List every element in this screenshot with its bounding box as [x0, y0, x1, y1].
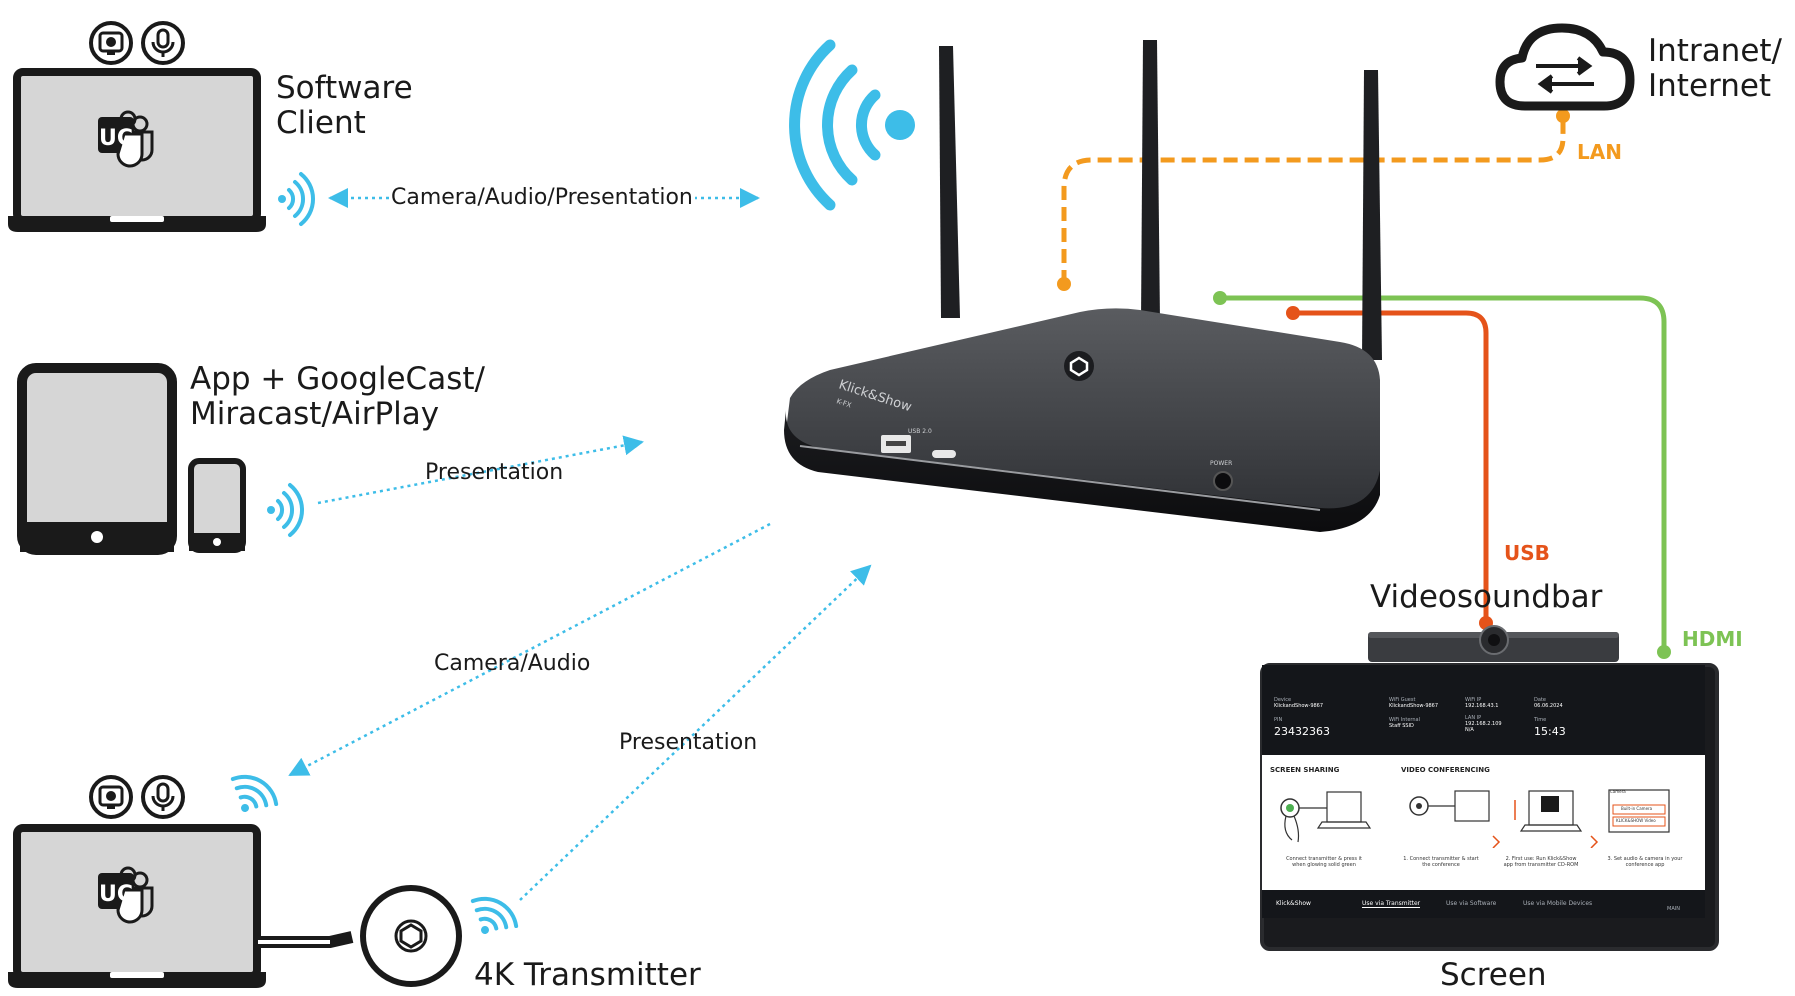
- microphone-icon: [141, 21, 185, 65]
- uc-teams-icon: UC: [96, 110, 154, 168]
- microphone-icon: [141, 775, 185, 819]
- wifi-icon: [789, 39, 915, 211]
- camera-option-1: Built-in Camera: [1621, 806, 1653, 811]
- klickshow-device: Klick&Show K-FX USB 2.0 POWER: [784, 40, 1382, 532]
- transmitter-label: 4K Transmitter: [474, 957, 701, 993]
- wifi-icon: [276, 172, 316, 226]
- screen-tab-bar: Klick&Show Use via Transmitter Use via S…: [1262, 890, 1705, 918]
- share-step: Connect transmitter & press it when glow…: [1286, 856, 1362, 868]
- camera-option-2: KLICK&SHOW Video: [1616, 818, 1656, 823]
- wireless-connections: [288, 188, 872, 901]
- camera-audio-presentation-label: Camera/Audio/Presentation: [389, 185, 695, 210]
- videosoundbar-label: Videosoundbar: [1370, 579, 1603, 615]
- hdmi-label: HDMI: [1682, 627, 1743, 651]
- wifi-icon: [265, 483, 305, 537]
- uc-teams-icon: UC: [96, 866, 154, 924]
- power-button: POWER: [1210, 460, 1233, 491]
- screen-brand: Klick&Show: [1276, 900, 1311, 907]
- share-illustration: [1280, 791, 1372, 843]
- videosoundbar: [1368, 625, 1619, 662]
- tablet-icon: [17, 363, 177, 555]
- conf-step-1: 1. Connect transmitter & start the confe…: [1403, 856, 1479, 868]
- video-conferencing-title: VIDEO CONFERENCING: [1401, 766, 1490, 774]
- uc-badge-text: UC: [99, 882, 133, 907]
- cloud-icon: [1495, 23, 1635, 111]
- video-conferencing-panel: VIDEO CONFERENCING Camera Built-in Camer…: [1393, 760, 1705, 885]
- device-port-label: USB 2.0: [908, 428, 932, 435]
- presentation-tablet-label: Presentation: [425, 460, 564, 485]
- screen-sharing-panel: SCREEN SHARING Connect transmitter & pre…: [1262, 760, 1387, 885]
- app-googlecast-label: App + GoogleCast/ Miracast/AirPlay: [190, 361, 485, 432]
- webcam-icon: [89, 21, 133, 65]
- lan-label: LAN: [1577, 140, 1622, 164]
- software-client-label: Software Client: [276, 70, 413, 141]
- device-logo-icon: [1064, 351, 1094, 381]
- mobile-devices-group: [17, 363, 305, 555]
- tab-mobile-devices[interactable]: Use via Mobile Devices: [1523, 900, 1593, 907]
- arrow-presentation-tablet: [317, 435, 644, 505]
- uc-badge-text: UC: [99, 126, 133, 151]
- lan-cable: [1061, 116, 1566, 284]
- webcam-icon: [89, 775, 133, 819]
- intranet-internet-label: Intranet/ Internet: [1648, 33, 1783, 104]
- transmitter-cable: [258, 931, 354, 948]
- tab-software[interactable]: Use via Software: [1446, 900, 1497, 907]
- tab-transmitter[interactable]: Use via Transmitter: [1362, 900, 1421, 908]
- camera-audio-label: Camera/Audio: [434, 651, 591, 676]
- exchange-arrows-icon: [1536, 56, 1594, 94]
- conf-step-2: 2. First use: Run Klick&Show app from tr…: [1503, 856, 1579, 868]
- software-client-group: UC: [8, 21, 316, 232]
- transmitter-button-icon: [360, 885, 462, 987]
- smartphone-icon: [188, 458, 246, 553]
- wifi-icon: [219, 766, 285, 826]
- screen-corner-label: MAIN: [1667, 906, 1680, 912]
- usb-port: USB 2.0: [881, 428, 956, 458]
- usb-label: USB: [1504, 541, 1550, 565]
- camera-dropdown: Camera: [1610, 789, 1626, 794]
- usb-cable: [1293, 310, 1489, 623]
- device-power-label: POWER: [1210, 460, 1232, 467]
- conf-step-3: 3. Set audio & camera in your conference…: [1607, 856, 1683, 868]
- transmitter-client-group: UC: [8, 766, 525, 988]
- hdmi-cable: [1220, 295, 1667, 652]
- presentation-transmitter-label: Presentation: [619, 730, 758, 755]
- screen-label: Screen: [1440, 957, 1547, 993]
- wifi-icon: [459, 888, 525, 948]
- conference-illustration: [1409, 789, 1670, 848]
- antenna: [939, 40, 1382, 360]
- screen-sharing-title: SCREEN SHARING: [1270, 766, 1340, 774]
